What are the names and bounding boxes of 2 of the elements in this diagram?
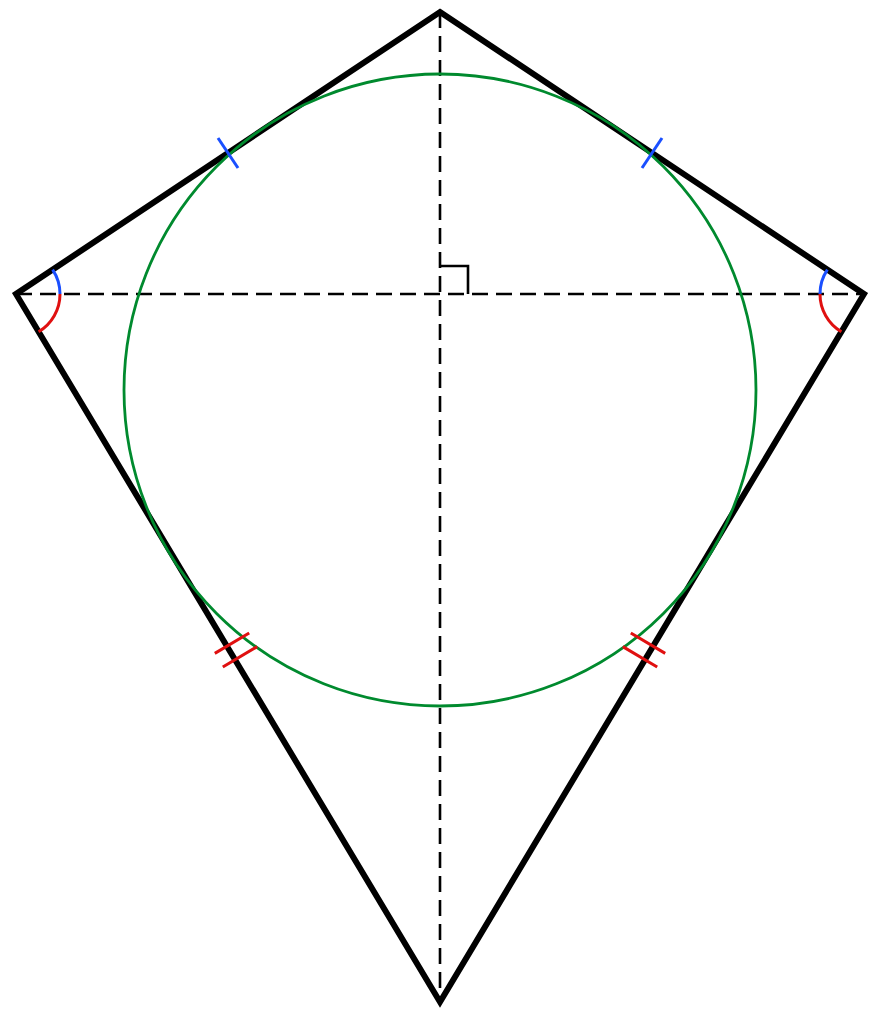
inscribed-circle: [122, 72, 758, 708]
kite-shape: [11, 8, 869, 1008]
